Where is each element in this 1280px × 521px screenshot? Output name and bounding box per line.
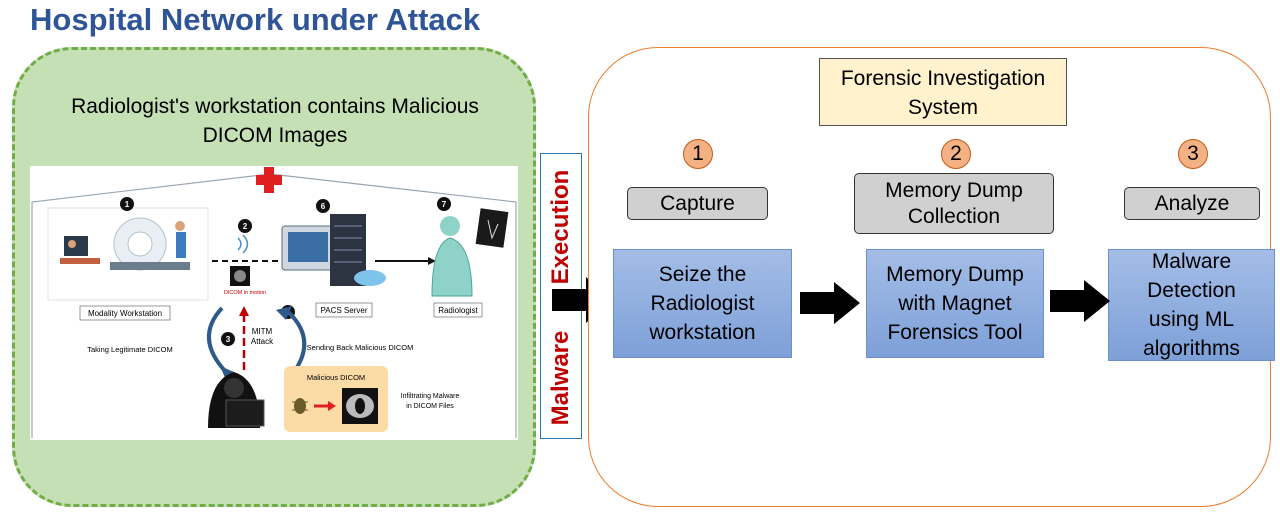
svg-text:3: 3 [226,335,231,344]
page-title: Hospital Network under Attack [30,2,481,37]
pacs-server-icon [281,214,386,286]
taking-legit-label: Taking Legitimate DICOM [87,345,172,354]
pacs-label-box: PACS Server [315,302,373,318]
stage-label-capture: Capture [627,187,768,220]
attack-illustration-svg: Modality Workstation DICOM in motion [31,167,517,438]
step-box-malware-detection: Malware Detection using ML algorithms [1108,249,1275,361]
stage-label-analyze: Analyze [1124,187,1260,220]
forensic-system-title: Forensic Investigation System [819,58,1067,126]
arrow-step2-to-step3 [1050,280,1110,322]
arrow-step1-to-step2 [800,282,860,324]
mitm-up-arrows [239,306,249,370]
hospital-caption: Radiologist's workstation contains Malic… [71,95,479,147]
svg-text:Modality Workstation: Modality Workstation [88,309,162,318]
stage-number-2: 2 [941,139,971,169]
malicious-dicom-label: Malicious DICOM [307,373,365,382]
mitm-label-line1: MITM [252,327,273,336]
taking-legit-arrow [206,306,228,374]
infiltrating-label-line1: Infiltrating Malware [401,393,460,400]
mri-scanner-icon [47,207,209,301]
svg-text:6: 6 [321,202,326,211]
hacker-icon [208,372,265,428]
radiologist-label-box: Radiologist [433,302,483,318]
stage-label-memory-dump-collection: Memory Dump Collection [854,173,1054,234]
infiltrating-label-line2: in DICOM Files [406,403,454,410]
dicom-image-icon [230,266,250,286]
stage-number-1: 1 [683,139,713,169]
svg-text:2: 2 [243,222,248,231]
step-box-seize: Seize the Radiologist workstation [613,249,792,358]
stage-number-3: 3 [1178,139,1208,169]
attack-illustration: Modality Workstation DICOM in motion [30,166,518,440]
infect-arrow [314,401,336,411]
sending-back-label: Sending Back Malicious DICOM [307,343,414,352]
sending-back-arrow [284,308,307,374]
ct-scan-icon [342,388,378,424]
medical-cross-icon [256,167,282,193]
mitm-label-line2: Attack [251,337,274,346]
svg-text:1: 1 [125,200,130,209]
svg-text:Radiologist: Radiologist [438,306,478,315]
execution-label: Execution [547,169,574,285]
modality-label-box: Modality Workstation [79,305,171,321]
radiologist-icon [431,208,509,297]
wifi-icon [237,234,249,254]
dicom-in-motion-label: DICOM in motion [224,290,266,296]
malware-label: Malware [547,330,574,426]
svg-text:7: 7 [442,200,447,209]
step-box-memory-dump: Memory Dump with Magnet Forensics Tool [866,249,1044,358]
svg-text:PACS Server: PACS Server [321,306,368,315]
bug-icon [292,398,308,414]
